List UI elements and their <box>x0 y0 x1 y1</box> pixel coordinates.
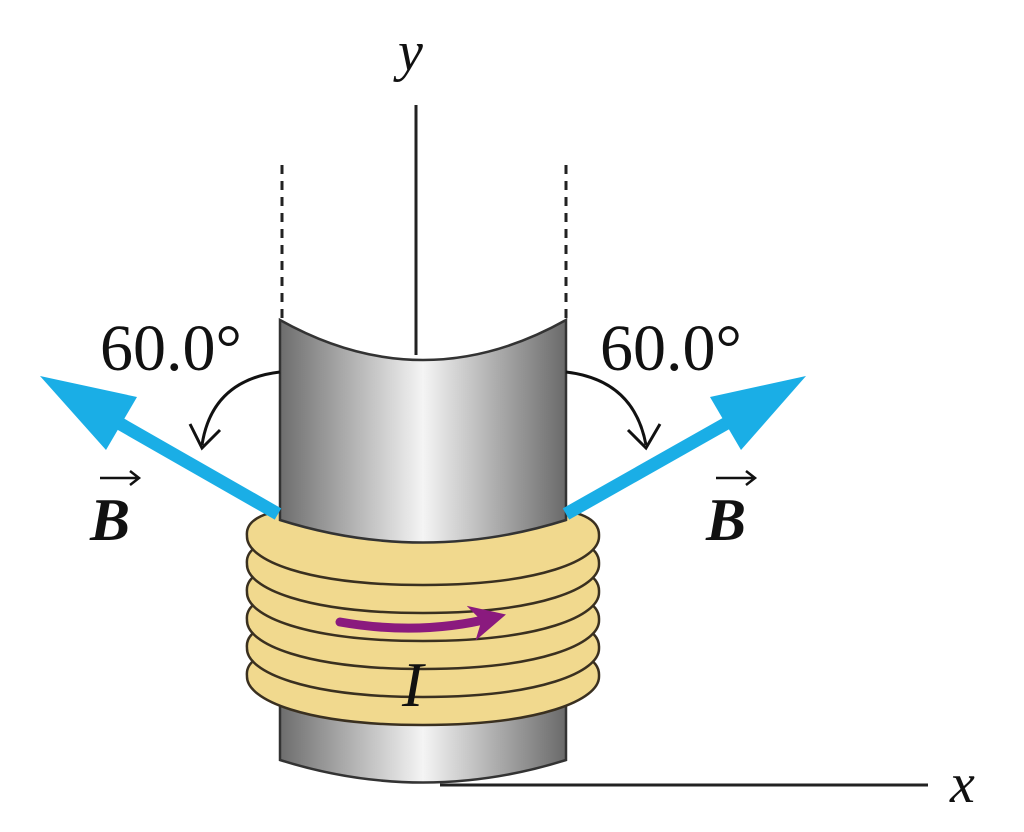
field-vector-left <box>92 404 282 520</box>
vector-arrow-over-b-left <box>100 470 142 486</box>
field-vector-right-head <box>710 376 806 450</box>
field-label-left-group: B <box>89 470 142 553</box>
vector-arrow-over-b-right <box>716 470 758 486</box>
solenoid-coil <box>245 508 601 727</box>
angle-arc-right <box>565 370 662 451</box>
field-label-right-group: B <box>705 470 758 553</box>
field-vector-left-head <box>40 376 137 450</box>
field-vector-right <box>562 404 754 520</box>
field-label-right: B <box>705 487 746 553</box>
x-axis-label: x <box>949 753 975 815</box>
angle-label-left: 60.0° <box>100 312 242 385</box>
current-label: I <box>401 649 426 720</box>
cylinder-top <box>278 317 568 544</box>
angle-label-right: 60.0° <box>600 312 742 385</box>
angle-arc-left <box>188 370 281 451</box>
current-arrow <box>335 605 506 641</box>
y-axis-label: y <box>393 21 423 83</box>
field-label-left: B <box>89 487 130 553</box>
